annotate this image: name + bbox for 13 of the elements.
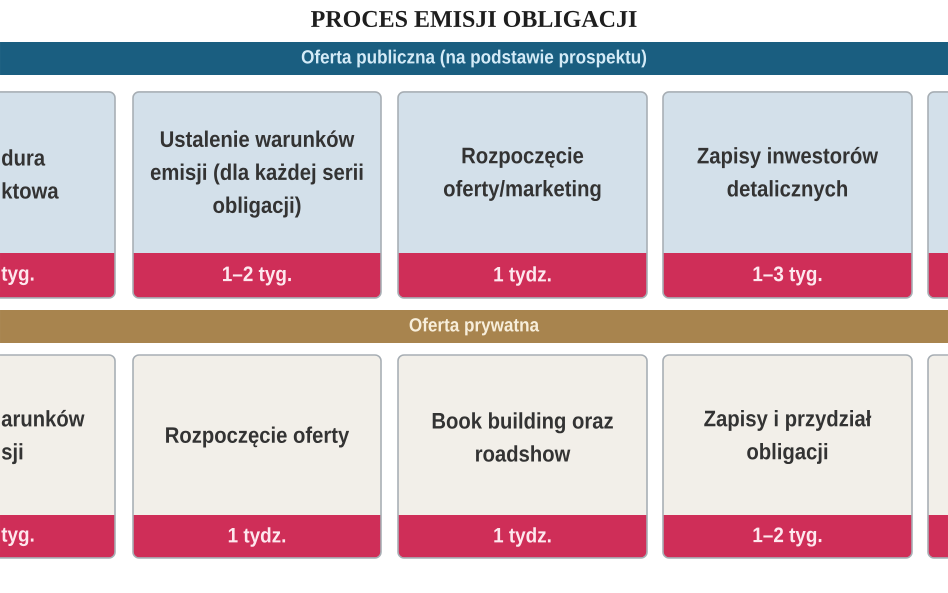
duration-label: 1–2 tyg. xyxy=(754,527,822,547)
duration-label: 1–3 tyg. xyxy=(754,266,822,286)
duration-label: tyg. xyxy=(1,266,34,286)
duration-label: 1 tydz. xyxy=(494,527,551,547)
duration-label: 1–2 tyg. xyxy=(223,266,291,286)
step-box xyxy=(927,91,948,299)
duration-label: 1 tydz. xyxy=(494,266,551,286)
duration-label: tyg. xyxy=(1,528,34,546)
duration-label: 1 tydz. xyxy=(228,527,286,547)
step-box xyxy=(927,354,948,559)
title: PROCES EMISJI OBLIGACJI xyxy=(311,10,637,28)
section-band: Oferta publiczna (na podstawie prospektu) xyxy=(0,42,948,75)
section-band: Oferta prywatna xyxy=(0,310,948,343)
